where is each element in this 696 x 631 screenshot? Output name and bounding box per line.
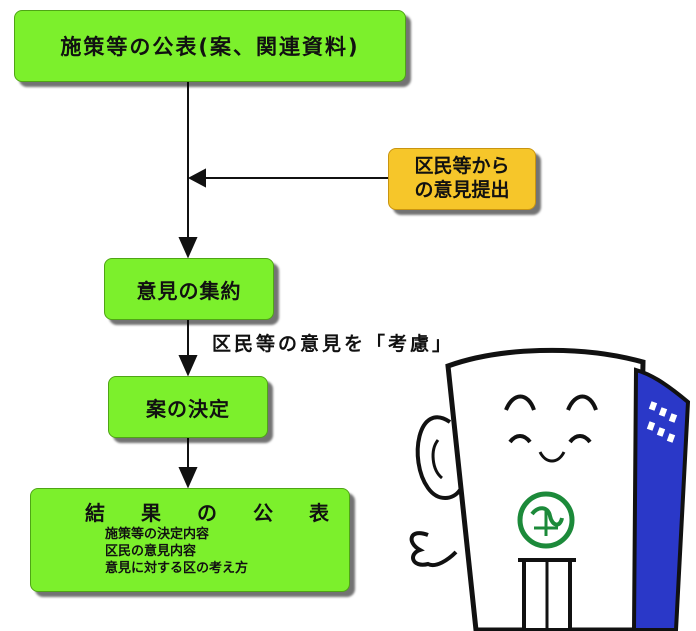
step-collect-box: 意見の集約: [104, 258, 274, 320]
result-line-2: 区民の意見内容: [105, 544, 197, 559]
step-opinion-box: 区民等から の意見提出: [388, 148, 536, 210]
step-collect-label: 意見の集約: [136, 278, 242, 303]
step-publish-label: 施策等の公表(案、関連資料): [60, 35, 360, 59]
step-decide-label: 案の決定: [146, 396, 230, 421]
consider-annotation: 区民等の意見を「考慮」: [212, 333, 455, 355]
ward-mascot-illustration: [409, 347, 691, 631]
arrowhead-to-result: [178, 467, 198, 489]
arrowhead-from-opinion: [187, 168, 206, 188]
step-opinion-label-1: 区民等から: [414, 155, 510, 178]
step-opinion-label-2: の意見提出: [414, 179, 510, 201]
step-result-title: 結果の公表: [85, 501, 365, 525]
step-publish-box: 施策等の公表(案、関連資料): [14, 10, 406, 82]
arrowhead-to-decide: [178, 355, 198, 377]
ward-emblem-icon: [517, 491, 575, 549]
result-line-3: 意見に対する区の考え方: [105, 561, 249, 576]
step-decide-box: 案の決定: [108, 376, 268, 438]
step-result-box: 結果の公表 施策等の決定内容 区民の意見内容 意見に対する区の考え方: [30, 488, 350, 592]
arrowhead-to-collect: [178, 237, 198, 259]
result-line-1: 施策等の決定内容: [105, 527, 210, 542]
